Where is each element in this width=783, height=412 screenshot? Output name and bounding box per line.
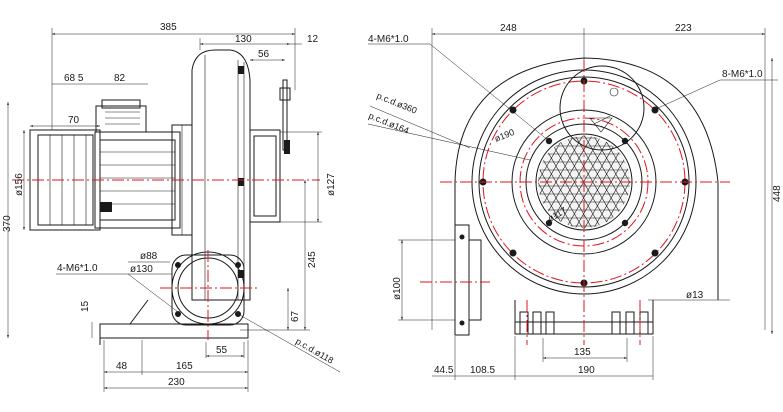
dim-56: 56 [258, 49, 270, 60]
front-view: 248 223 4-M6*1.0 8-M6*1.0 p.c.d.ø360 p.c… [367, 23, 783, 380]
dim-230: 230 [168, 377, 185, 388]
dim-12: 12 [307, 34, 319, 45]
dim-165: 165 [176, 361, 193, 372]
dim-448: 448 [772, 185, 783, 202]
bolt-8-m6: 8-M6*1.0 [722, 69, 763, 80]
bolt-4-m6-side: 4-M6*1.0 [57, 263, 98, 274]
bolt-4-m6-front: 4-M6*1.0 [368, 34, 409, 45]
nameplate [559, 65, 645, 151]
side-view: 385 130 12 56 68 5 82 70 ø156 370 ø127 2… [2, 22, 341, 392]
dim-108-5: 108.5 [470, 365, 495, 376]
dim-dia156: ø156 [14, 173, 25, 196]
pcd360: p.c.d.ø360 [375, 91, 418, 116]
blower-housing-side [191, 49, 291, 301]
grill-line [538, 136, 630, 228]
dim-dia100: ø100 [392, 277, 403, 300]
dim-55: 55 [216, 345, 228, 356]
dim-130: 130 [235, 34, 252, 45]
pcd118: p.c.d.ø118 [294, 336, 335, 366]
dim-67: 67 [290, 310, 301, 322]
dim-dia88: ø88 [140, 251, 158, 262]
dim-248: 248 [500, 23, 517, 34]
dim-223: 223 [675, 23, 692, 34]
side-dimensions: 385 130 12 56 68 5 82 70 ø156 370 ø127 2… [2, 22, 341, 392]
dim-15: 15 [80, 300, 91, 312]
dim-385: 385 [160, 22, 177, 33]
dim-44-5: 44.5 [434, 365, 454, 376]
dim-245: 245 [307, 251, 318, 268]
dim-dia190: ø190 [493, 127, 516, 144]
dim-135: 135 [574, 347, 591, 358]
dim-70: 70 [68, 115, 80, 126]
dim-48: 48 [116, 361, 128, 372]
dim-dia130: ø130 [130, 264, 153, 275]
outer-bolts [479, 77, 689, 287]
dim-dia127: ø127 [326, 173, 337, 196]
dim-190: 190 [578, 365, 595, 376]
dim-82: 82 [114, 73, 126, 84]
grill-line [538, 136, 630, 228]
motor [29, 99, 193, 236]
dim-dia13: ø13 [686, 290, 704, 301]
dim-370: 370 [2, 215, 13, 232]
pcd164: p.c.d.ø164 [367, 111, 410, 136]
dim-68-5: 68 5 [64, 73, 84, 84]
base-side [99, 299, 249, 345]
outlet-flange-front [454, 224, 482, 336]
